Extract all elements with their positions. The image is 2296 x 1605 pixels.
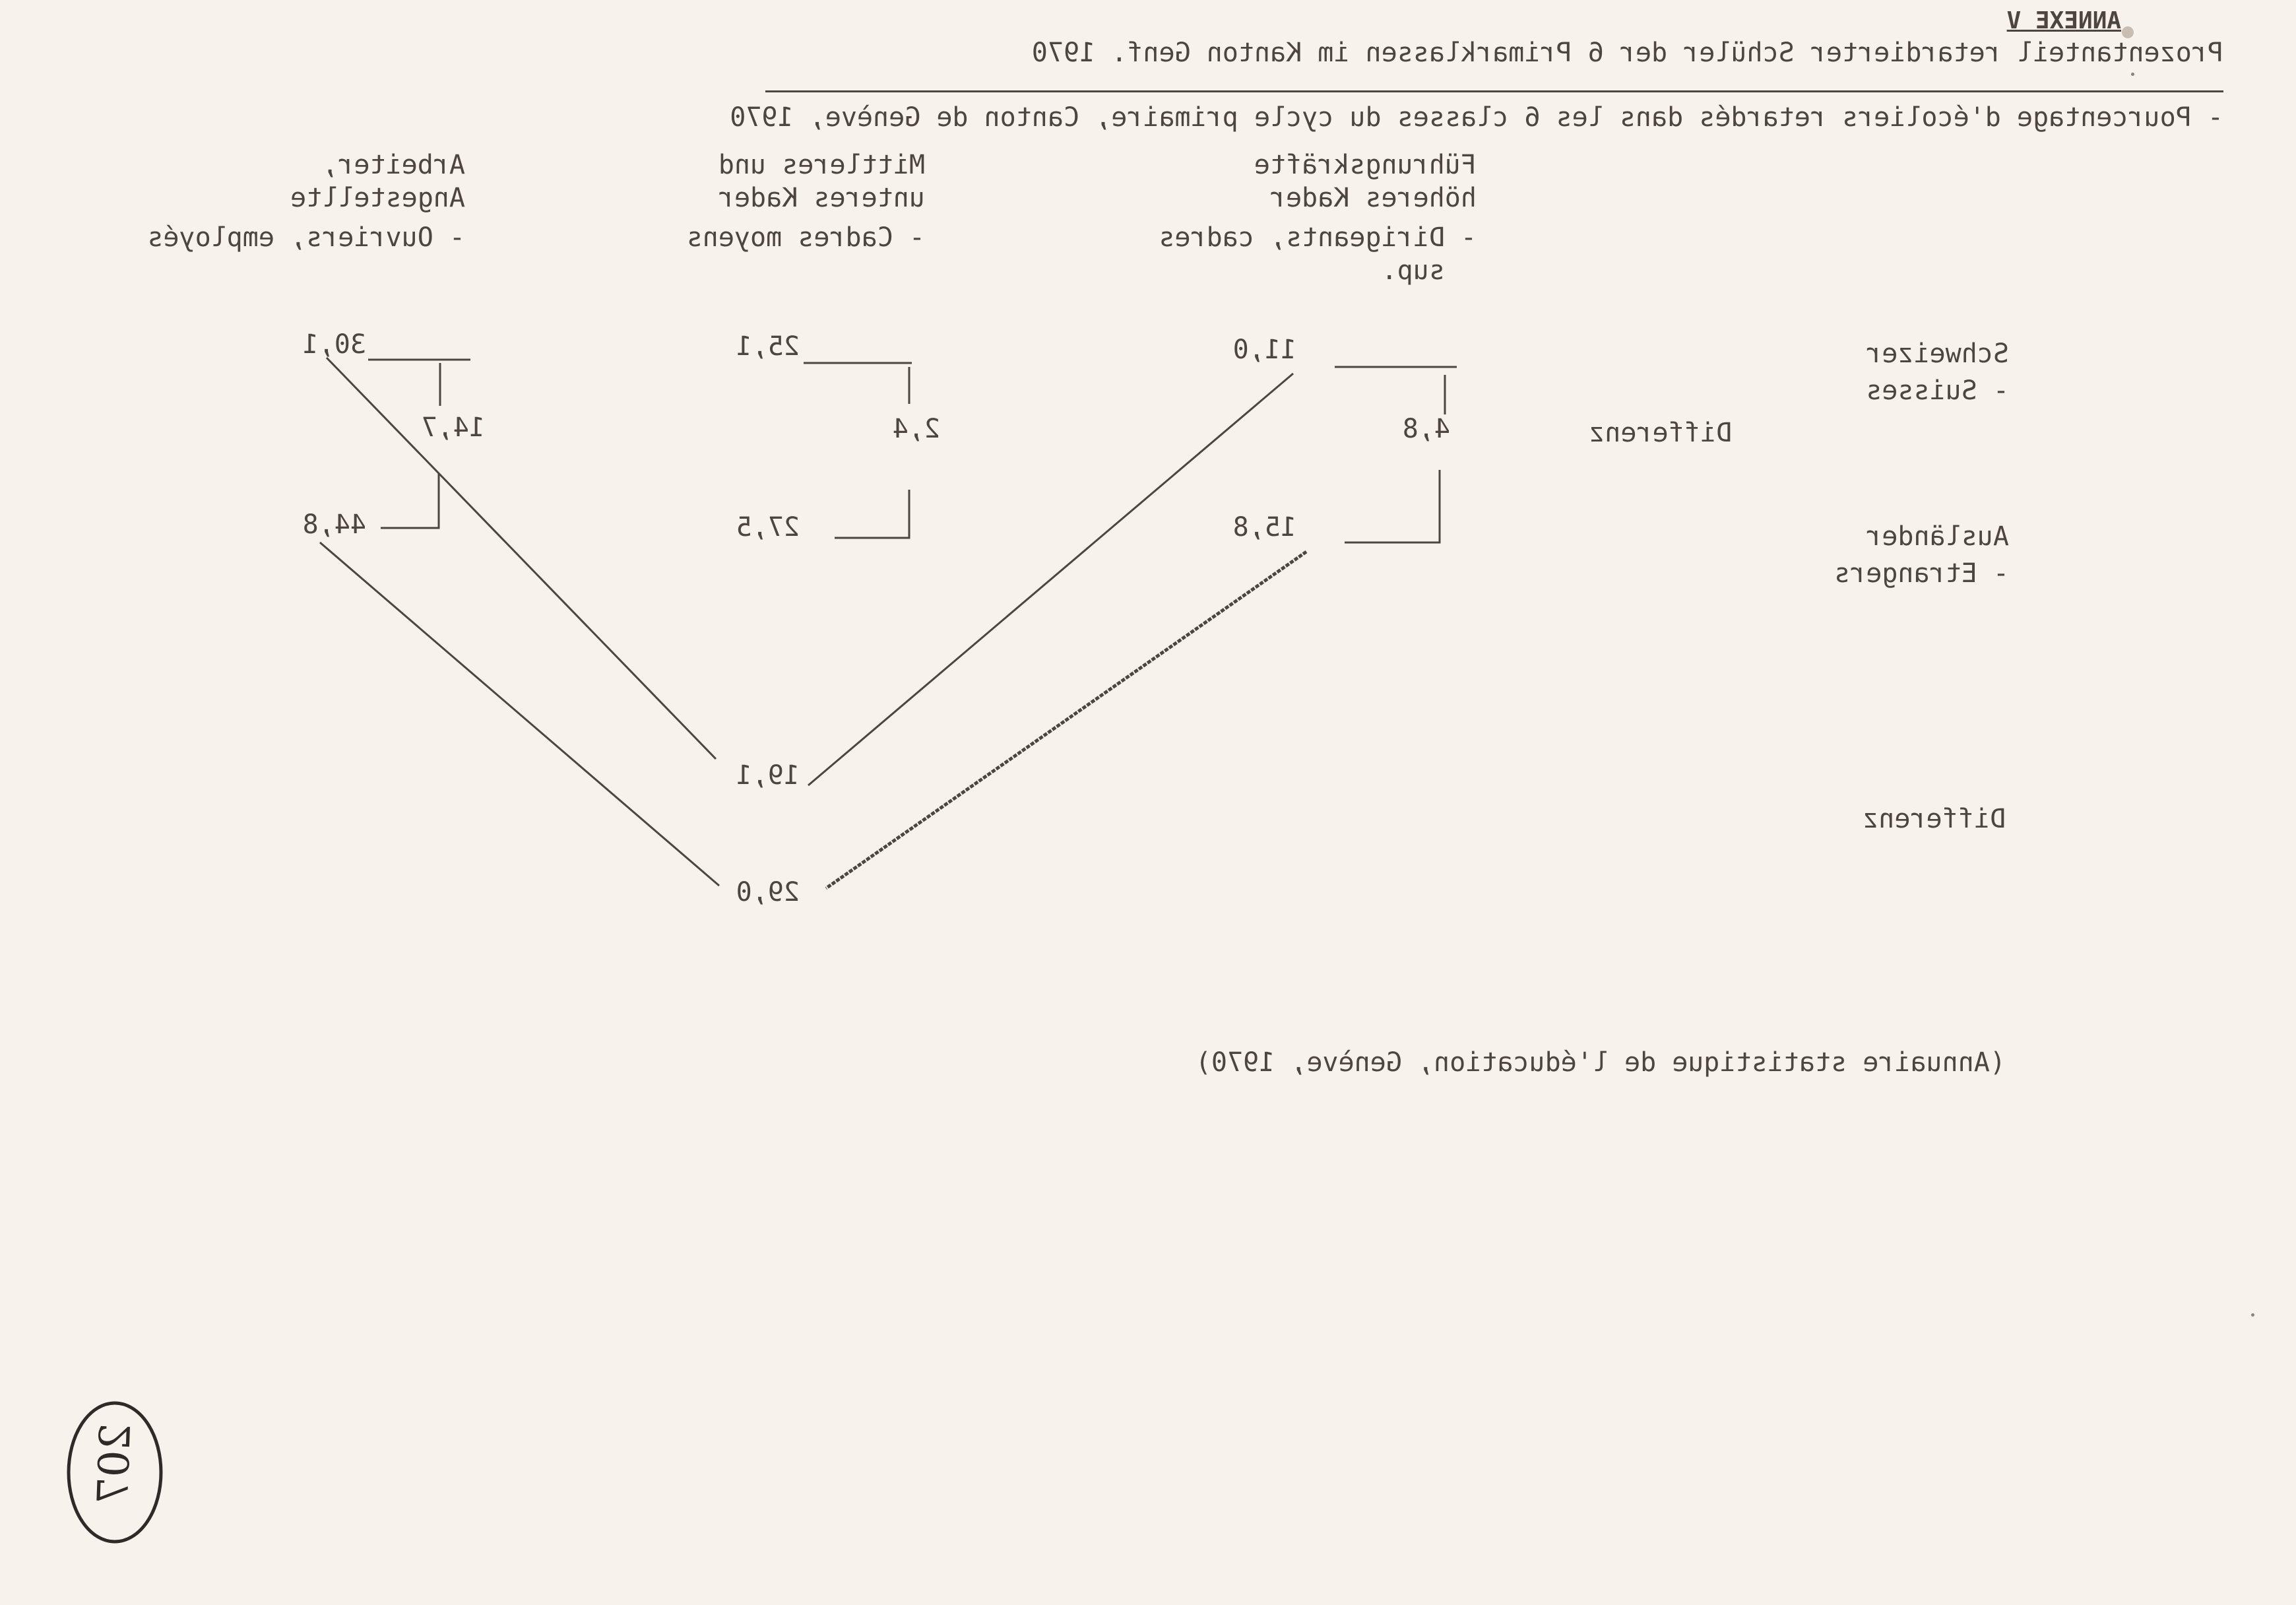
line-foreign-spread-right — [825, 550, 1308, 890]
bracket-moyens — [804, 362, 912, 539]
bracket-cadres-sup — [1335, 366, 1457, 544]
ink-stain — [2122, 26, 2134, 38]
ink-speck — [2131, 73, 2134, 76]
line-swiss-spread-left — [325, 356, 717, 760]
ink-speck — [2251, 1313, 2254, 1317]
circled-page-number-mark — [67, 1401, 163, 1544]
line-swiss-spread-right — [808, 372, 1294, 787]
line-foreign-spread-left — [319, 541, 720, 887]
handwritten-number-text: 207 — [88, 1422, 141, 1505]
bracket-ouvriers — [368, 358, 470, 529]
handwritten-page-number: 207 — [62, 1396, 168, 1548]
